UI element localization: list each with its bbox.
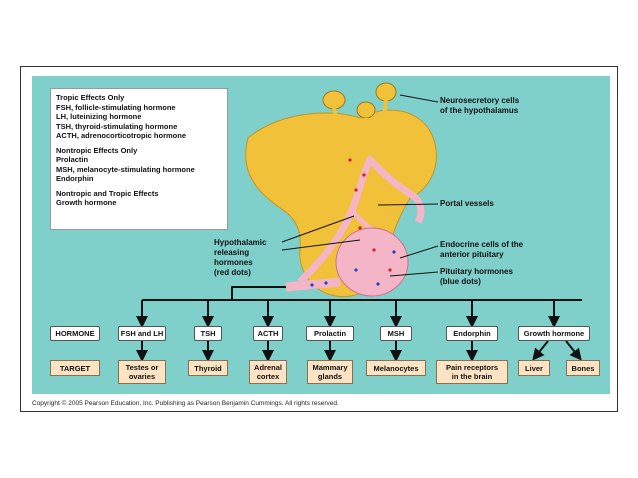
label-line: Endocrine cells of the: [440, 240, 524, 249]
distribution-line: [141, 286, 582, 318]
label-line: (blue dots): [440, 277, 481, 286]
label-neurosecretory: Neurosecretory cells of the hypothalamus: [440, 96, 519, 116]
label-line: anterior pituitary: [440, 250, 504, 259]
target-line: in the brain: [451, 372, 493, 381]
target-thyroid: Thyroid: [188, 360, 228, 376]
label-portal-vessels: Portal vessels: [440, 199, 494, 208]
legend-item: LH, luteinizing hormone: [56, 112, 142, 121]
hormone-acth: ACTH: [253, 326, 283, 341]
target-line: Adrenal: [254, 363, 282, 372]
hormone-fsh-lh: FSH and LH: [118, 326, 166, 341]
label-endocrine: Endocrine cells of the anterior pituitar…: [440, 240, 523, 260]
legend-item: FSH, follicle-stimulating hormone: [56, 102, 176, 112]
target-line: cortex: [256, 372, 280, 381]
legend-item: Endorphin: [56, 174, 94, 183]
hormone-prolactin: Prolactin: [306, 326, 354, 341]
legend-item: Growth hormone: [56, 198, 117, 207]
label-line: of the hypothalamus: [440, 106, 519, 115]
hormone-tsh: TSH: [194, 326, 222, 341]
copyright-text: Copyright © 2005 Pearson Education, Inc.…: [32, 400, 339, 407]
label-line: hormones: [214, 258, 253, 267]
label-line: Hypothalamic: [214, 238, 267, 247]
legend-heading: Nontropic and Tropic Effects: [56, 188, 159, 198]
legend-item: ACTH, adrenocorticotropic hormone: [56, 131, 187, 140]
neuron-cell-body: [356, 101, 376, 119]
legend-heading: Tropic Effects Only: [56, 93, 125, 102]
label-hypothalamic: Hypothalamic releasing hormones (red dot…: [214, 238, 266, 278]
label-pituitary-hormones: Pituitary hormones (blue dots): [440, 267, 513, 287]
label-line: releasing: [214, 248, 250, 257]
neuron-cell-body: [375, 82, 397, 102]
anterior-pituitary: [335, 227, 409, 297]
label-line: (red dots): [214, 268, 251, 277]
target-melanocytes: Melanocytes: [366, 360, 426, 376]
legend-item: TSH, thyroid-stimulating hormone: [56, 121, 178, 131]
legend-item: MSH, melanocyte-stimulating hormone: [56, 164, 195, 174]
hormone-msh: MSH: [380, 326, 412, 341]
neuron-cell-body: [322, 90, 346, 110]
hormone-endorphin: Endorphin: [446, 326, 498, 341]
target-line: Pain receptors: [445, 363, 499, 372]
target-bones: Bones: [566, 360, 600, 376]
legend-heading: Nontropic Effects Only: [56, 145, 138, 155]
label-line: Pituitary hormones: [440, 267, 513, 276]
portal-vessel: [297, 154, 425, 285]
hormone-header: HORMONE: [50, 326, 100, 341]
legend-box: Tropic Effects Only FSH, follicle-stimul…: [50, 88, 228, 230]
legend-item: Prolactin: [56, 155, 89, 164]
target-line: glands: [317, 372, 343, 381]
target-line: Mammary: [312, 363, 348, 372]
legend-nontropic-group: Nontropic Effects Only Prolactin MSH, me…: [56, 146, 222, 184]
legend-both-group: Nontropic and Tropic Effects Growth horm…: [56, 189, 222, 208]
label-line: Neurosecretory cells: [440, 96, 520, 105]
legend-tropic-group: Tropic Effects Only FSH, follicle-stimul…: [56, 93, 222, 141]
target-header: TARGET: [50, 360, 100, 376]
hormone-growth: Growth hormone: [518, 326, 590, 341]
target-line: Testes or: [125, 363, 159, 372]
target-line: ovaries: [128, 372, 156, 381]
target-liver: Liver: [518, 360, 550, 376]
